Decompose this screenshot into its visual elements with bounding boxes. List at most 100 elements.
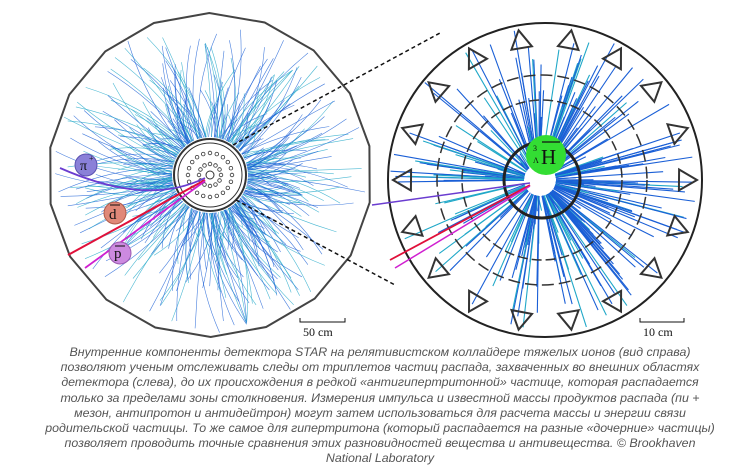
track xyxy=(555,184,608,202)
sst-layer xyxy=(436,74,648,286)
track xyxy=(247,171,301,195)
track xyxy=(483,115,530,169)
track xyxy=(233,204,261,239)
sensor-module xyxy=(202,182,207,187)
track xyxy=(129,127,175,162)
track xyxy=(226,29,242,141)
track xyxy=(182,205,189,231)
track xyxy=(60,184,174,197)
sensor-module xyxy=(186,166,192,171)
sensor-module xyxy=(218,172,224,178)
sensor-module xyxy=(228,179,234,184)
sensor-module xyxy=(201,151,206,157)
track xyxy=(55,151,173,181)
track xyxy=(247,181,310,217)
outer-module xyxy=(427,81,451,104)
track xyxy=(247,156,332,171)
track xyxy=(149,210,198,312)
track xyxy=(165,47,199,139)
track xyxy=(144,138,177,157)
track xyxy=(244,186,286,193)
track xyxy=(435,182,525,205)
sensor-module xyxy=(225,159,230,165)
sensor-module xyxy=(213,182,218,187)
track xyxy=(110,182,173,204)
track xyxy=(238,99,285,151)
track xyxy=(219,114,226,139)
track xyxy=(551,190,645,268)
track xyxy=(82,133,173,168)
track xyxy=(522,195,538,289)
antiproton-track xyxy=(84,180,206,269)
sensor-module xyxy=(217,167,222,172)
track xyxy=(200,89,217,138)
track xyxy=(107,71,190,144)
track xyxy=(499,194,534,281)
track xyxy=(238,127,252,151)
track xyxy=(552,189,581,209)
track xyxy=(553,186,654,238)
track xyxy=(549,192,594,246)
track xyxy=(477,141,527,173)
track xyxy=(210,212,227,275)
antiproton-symbol: p xyxy=(114,246,122,262)
sensor-module xyxy=(207,150,213,156)
track xyxy=(114,57,194,142)
track xyxy=(162,37,202,139)
sensor-module xyxy=(194,155,200,160)
track xyxy=(547,193,615,294)
inner-detector-circle xyxy=(173,138,247,212)
track xyxy=(184,112,192,142)
outer-module xyxy=(639,81,663,104)
track xyxy=(75,173,173,190)
track xyxy=(180,212,205,248)
track xyxy=(543,195,559,233)
hypertriton-symbol: H xyxy=(541,145,556,169)
track xyxy=(552,113,630,171)
track xyxy=(241,76,302,155)
track xyxy=(235,202,251,242)
sensor-module xyxy=(228,166,234,171)
track xyxy=(230,75,274,144)
sensor-module xyxy=(220,155,226,160)
track xyxy=(245,186,341,194)
inner-ring xyxy=(177,142,243,208)
track xyxy=(213,212,257,306)
track xyxy=(204,90,219,138)
track xyxy=(505,184,525,193)
track xyxy=(159,212,206,301)
track xyxy=(160,212,205,306)
track xyxy=(465,189,529,247)
pion-charge: + xyxy=(89,154,94,163)
track xyxy=(230,206,258,233)
track xyxy=(240,196,266,235)
track xyxy=(224,210,294,306)
mass-number: 3 xyxy=(533,144,537,153)
antideuteron-symbol: d xyxy=(109,207,117,223)
inner-tracker-rings xyxy=(185,150,235,200)
track xyxy=(542,195,566,304)
track xyxy=(146,118,183,149)
track xyxy=(67,120,180,153)
track xyxy=(242,194,300,203)
track xyxy=(247,173,273,187)
track xyxy=(136,124,175,161)
track xyxy=(554,132,681,176)
track xyxy=(127,40,184,149)
track xyxy=(132,178,174,187)
track xyxy=(143,145,175,163)
track xyxy=(159,210,199,274)
track xyxy=(228,207,278,253)
track xyxy=(455,154,525,177)
track xyxy=(234,203,258,261)
scale-left-label: 50 cm xyxy=(303,325,333,339)
sensor-module xyxy=(229,172,235,178)
track xyxy=(188,87,206,138)
track xyxy=(242,193,337,233)
track xyxy=(232,77,321,145)
track xyxy=(132,199,182,217)
track xyxy=(238,199,284,212)
track xyxy=(244,190,273,197)
outer-detector-view: π + d p 50 cm xyxy=(49,11,371,339)
track xyxy=(228,57,236,142)
